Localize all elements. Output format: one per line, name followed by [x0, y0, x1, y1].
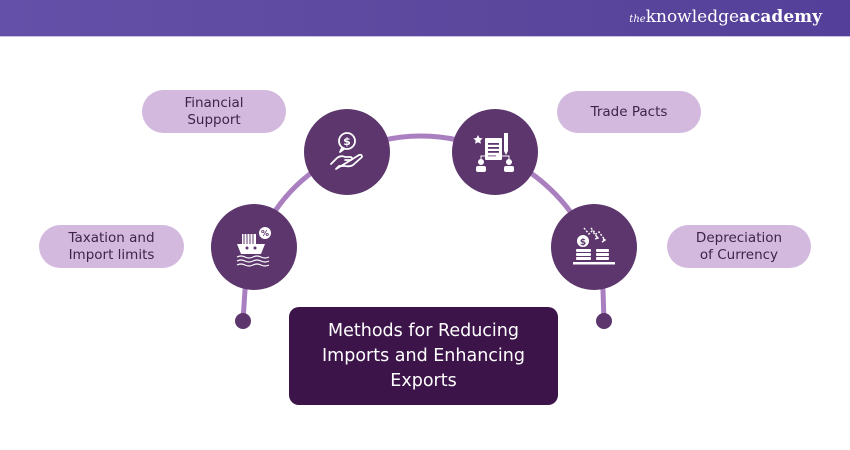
contract-agreement-icon: [473, 133, 514, 172]
node-taxation-import-limits: %: [211, 204, 297, 290]
node-trade-pacts: [452, 109, 538, 195]
diagram-title-box: Methods for Reducing Imports and Enhanci…: [289, 307, 558, 405]
label-trade-pacts: Trade Pacts: [557, 91, 701, 133]
svg-text:$: $: [580, 238, 586, 248]
node-financial-support: $: [304, 109, 390, 195]
connector-end-dot-left: [235, 313, 251, 329]
falling-currency-icon: $: [573, 227, 615, 265]
svg-text:%: %: [261, 229, 269, 238]
brand-logo: theknowledgeacademy: [629, 7, 822, 27]
header-bar: theknowledgeacademy: [0, 0, 850, 37]
hand-dollar-icon: $: [330, 132, 363, 170]
cargo-ship-tax-icon: %: [236, 227, 271, 267]
connector-end-dot-right: [596, 313, 612, 329]
diagram-title: Methods for Reducing Imports and Enhanci…: [322, 320, 525, 391]
connector-path: [240, 133, 607, 324]
svg-text:$: $: [343, 135, 351, 148]
node-depreciation-currency: $: [551, 204, 637, 290]
